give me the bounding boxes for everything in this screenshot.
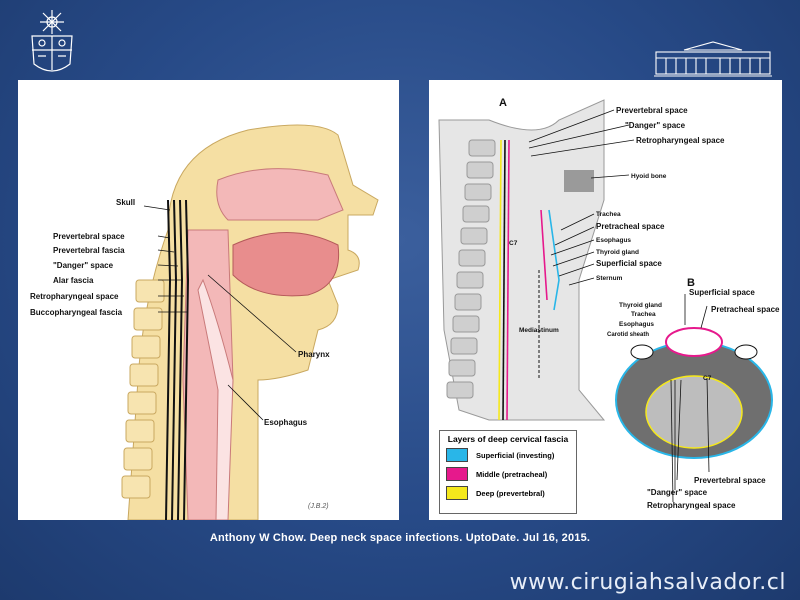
label-a-trachea: Trachea	[596, 211, 621, 218]
label-a-c7: C7	[509, 240, 518, 247]
label-a-mediastinum: Mediastinum	[519, 327, 559, 334]
label-a-superficial-space: Superficial space	[596, 259, 662, 268]
label-a-prevertebral-space: Prevertebral space	[616, 106, 688, 115]
label-b-esophagus: Esophagus	[619, 321, 654, 328]
legend-item-superficial: Superficial (investing)	[446, 448, 576, 462]
label-danger-space: "Danger" space	[53, 261, 114, 270]
label-a-pretracheal-space: Pretracheal space	[596, 222, 665, 231]
legend-item-deep: Deep (prevertebral)	[446, 486, 576, 500]
label-a-hyoid-bone: Hyoid bone	[631, 173, 667, 180]
sagittal-neck-illustration: Skull Prevertebral space Prevertebral fa…	[18, 80, 399, 520]
website-url: www.cirugiahsalvador.cl	[509, 570, 786, 595]
label-prevertebral-space: Prevertebral space	[53, 232, 125, 241]
label-esophagus: Esophagus	[264, 418, 308, 427]
label-a-danger-space: "Danger" space	[625, 121, 686, 130]
label-a-thyroid-gland: Thyroid gland	[596, 249, 639, 256]
panel-b-letter: B	[687, 277, 695, 289]
hyoid-bone-shape	[564, 170, 594, 192]
label-alar-fascia: Alar fascia	[53, 276, 94, 285]
legend-title: Layers of deep cervical fascia	[447, 434, 569, 444]
airway	[197, 278, 234, 520]
label-prevertebral-fascia: Prevertebral fascia	[53, 246, 125, 255]
legend-label-deep: Deep (prevertebral)	[476, 488, 545, 498]
label-b-retropharyngeal-space: Retropharyngeal space	[647, 501, 736, 510]
label-b-carotid-sheath: Carotid sheath	[607, 332, 649, 338]
label-skull: Skull	[116, 198, 135, 207]
label-a-esophagus: Esophagus	[596, 237, 631, 244]
tongue	[232, 232, 340, 297]
university-crest-logo	[31, 10, 73, 72]
label-b-superficial-space: Superficial space	[689, 288, 755, 297]
legend-swatch-superficial	[446, 448, 468, 462]
label-pharynx: Pharynx	[298, 350, 330, 359]
neck-outline-sagittal	[438, 99, 606, 421]
label-b-trachea: Trachea	[631, 311, 656, 318]
citation-caption: Anthony W Chow. Deep neck space infectio…	[209, 532, 591, 544]
label-buccopharyngeal-fascia: Buccopharyngeal fascia	[30, 308, 123, 317]
right-carotid-sheath	[734, 344, 758, 360]
label-b-pretracheal-space: Pretracheal space	[711, 305, 780, 314]
legend-item-middle: Middle (pretracheal)	[446, 467, 576, 481]
legend-swatch-middle	[446, 467, 468, 481]
label-a-sternum: Sternum	[596, 275, 623, 282]
left-carotid-sheath	[630, 344, 654, 360]
nasal-cavity	[216, 168, 344, 221]
hospital-building-logo	[654, 41, 772, 77]
fascia-legend: Layers of deep cervical fascia Superfici…	[439, 430, 577, 514]
artist-signature: (J.B.2)	[308, 503, 329, 510]
cervical-fascia-illustration: A Prevertebral space "Danger" space Retr…	[429, 80, 782, 520]
legend-label-middle: Middle (pretracheal)	[476, 469, 548, 479]
axial-trachea	[665, 327, 723, 357]
legend-label-superficial: Superficial (investing)	[476, 450, 555, 460]
label-b-danger-space: "Danger" space	[647, 488, 708, 497]
legend-swatch-deep	[446, 486, 468, 500]
panel-a-letter: A	[499, 97, 507, 109]
vertebral-column	[121, 279, 165, 499]
label-b-thyroid-gland: Thyroid gland	[619, 302, 662, 309]
axial-vertebra	[645, 375, 743, 449]
label-b-prevertebral-space: Prevertebral space	[694, 476, 766, 485]
label-retropharyngeal-space: Retropharyngeal space	[30, 292, 119, 301]
label-b-c7: C7	[703, 375, 712, 382]
cervical-vertebrae	[446, 139, 496, 399]
label-a-retropharyngeal-space: Retropharyngeal space	[636, 136, 725, 145]
